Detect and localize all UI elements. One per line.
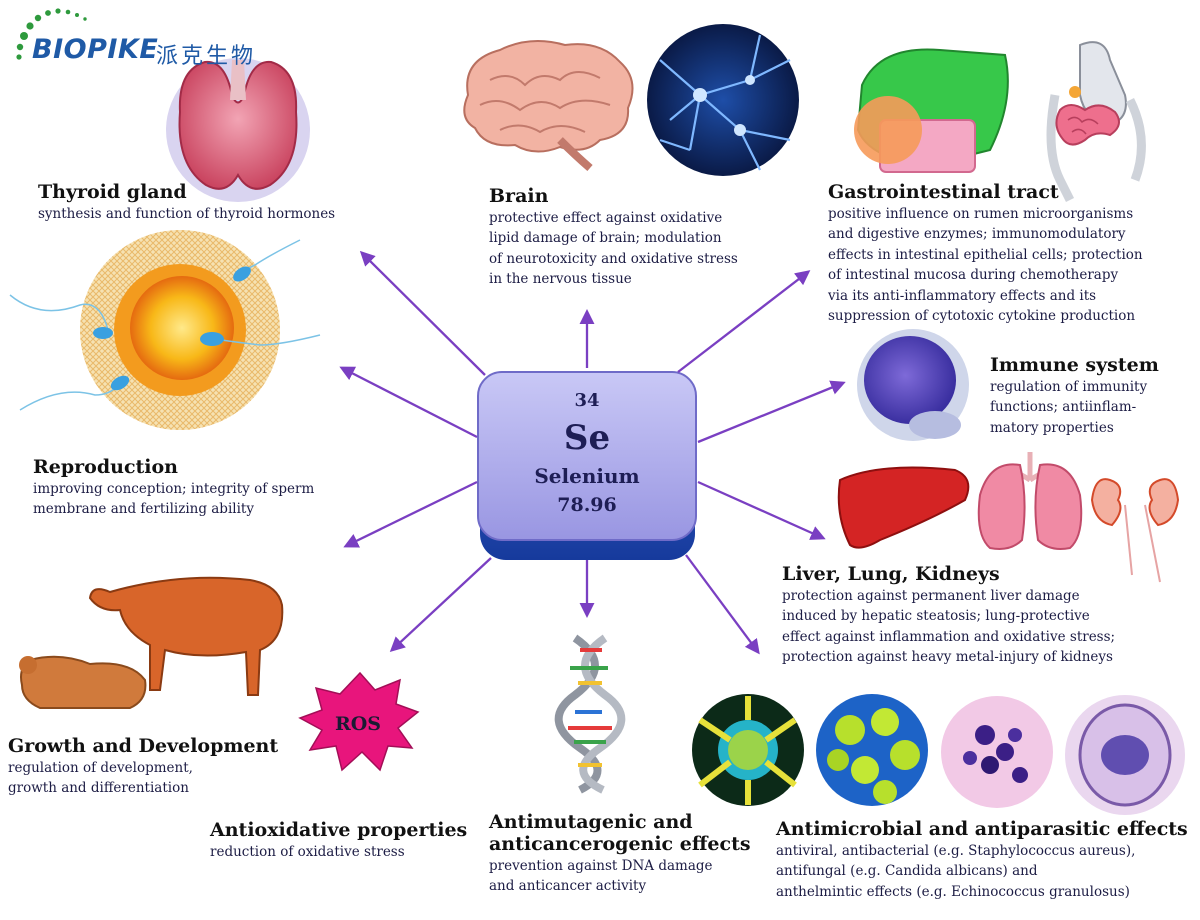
logo-mark bbox=[16, 8, 87, 60]
liver-desc-line: effect against inflammation and oxidativ… bbox=[782, 628, 1116, 645]
liver-desc-line: protection against permanent liver damag… bbox=[782, 587, 1080, 604]
growth-title: Growth and Development bbox=[8, 735, 279, 757]
antimicrobial-desc-line: antiviral, antibacterial (e.g. Staphyloc… bbox=[776, 842, 1136, 859]
immune-cell-image bbox=[857, 329, 969, 441]
organs-image bbox=[837, 452, 1180, 583]
liver-desc-line: protection against heavy metal-injury of… bbox=[782, 649, 1113, 666]
reproduction-desc-line: improving conception; integrity of sperm bbox=[33, 480, 315, 497]
growth-block: Growth and Development regulation of dev… bbox=[8, 735, 279, 799]
element-name: Selenium bbox=[534, 464, 639, 488]
thyroid-desc-line: synthesis and function of thyroid hormon… bbox=[38, 205, 336, 222]
gastrointestinal-image bbox=[854, 41, 1146, 203]
growth-desc-line: regulation of development, bbox=[8, 759, 193, 776]
gi-desc-line: via its anti-inflammatory effects and it… bbox=[828, 287, 1097, 304]
brain-desc-line: of neurotoxicity and oxidative stress bbox=[489, 250, 738, 267]
gi-desc-line: of intestinal mucosa during chemotherapy bbox=[828, 267, 1119, 284]
neuron-image bbox=[647, 24, 799, 176]
brain-desc-line: in the nervous tissue bbox=[489, 271, 632, 288]
virus-image bbox=[692, 694, 804, 806]
immune-desc-line: matory properties bbox=[990, 419, 1114, 436]
brain-image bbox=[463, 40, 634, 172]
dna-image bbox=[554, 634, 626, 794]
logo-chinese: 派克生物 bbox=[156, 44, 257, 69]
element-number: 34 bbox=[574, 390, 599, 411]
gi-desc-line: effects in intestinal epithelial cells; … bbox=[828, 246, 1143, 263]
selenium-tile bbox=[477, 371, 697, 560]
antimutagenic-title: anticancerogenic effects bbox=[489, 832, 751, 855]
gi-desc-line: positive influence on rumen microorganis… bbox=[828, 205, 1134, 222]
liver-lung-kidneys-block: Liver, Lung, Kidneys protection against … bbox=[782, 563, 1116, 668]
reproduction-block: Reproduction improving conception; integ… bbox=[33, 456, 315, 520]
arrows bbox=[339, 250, 846, 655]
antimicrobial-title: Antimicrobial and antiparasitic effects bbox=[776, 818, 1188, 840]
thyroid-image bbox=[166, 58, 310, 202]
ros-star bbox=[298, 671, 420, 772]
gi-desc-line: and digestive enzymes; immunomodulatory bbox=[828, 226, 1126, 243]
fungus-image bbox=[941, 696, 1053, 808]
reproduction-desc-line: membrane and fertilizing ability bbox=[33, 501, 254, 518]
logo-brand: BIOPIKE bbox=[32, 34, 159, 65]
liver-desc-line: induced by hepatic steatosis; lung-prote… bbox=[782, 608, 1090, 625]
ros-label: ROS bbox=[335, 713, 381, 735]
antimutagenic-desc-line: prevention against DNA damage bbox=[489, 857, 713, 874]
antioxidative-title: Antioxidative properties bbox=[210, 819, 468, 841]
gi-desc-line: suppression of cytotoxic cytokine produc… bbox=[828, 308, 1136, 325]
antioxidative-desc-line: reduction of oxidative stress bbox=[210, 843, 405, 860]
gi-title: Gastrointestinal tract bbox=[828, 181, 1059, 203]
brain-title: Brain bbox=[489, 185, 549, 207]
antimutagenic-block: Antimutagenic and anticancerogenic effec… bbox=[489, 811, 751, 897]
antimutagenic-title: Antimutagenic and bbox=[489, 811, 693, 833]
liver-title: Liver, Lung, Kidneys bbox=[782, 563, 1000, 585]
antimicrobial-desc-line: antifungal (e.g. Candida albicans) and bbox=[776, 863, 1038, 880]
parasite-image bbox=[1065, 695, 1185, 815]
antioxidative-block: Antioxidative properties reduction of ox… bbox=[210, 819, 468, 862]
brain-desc-line: protective effect against oxidative bbox=[489, 209, 723, 226]
thyroid-title: Thyroid gland bbox=[38, 181, 187, 203]
immune-desc-line: regulation of immunity bbox=[990, 378, 1148, 395]
reproduction-image bbox=[9, 230, 321, 430]
reproduction-title: Reproduction bbox=[33, 456, 178, 478]
antimutagenic-desc-line: and anticancer activity bbox=[489, 878, 647, 895]
gi-block: Gastrointestinal tract positive influenc… bbox=[828, 181, 1143, 327]
growth-desc-line: growth and differentiation bbox=[8, 780, 189, 797]
antimicrobial-desc-line: anthelmintic effects (e.g. Echinococcus … bbox=[776, 883, 1130, 900]
bacteria-image bbox=[816, 694, 928, 806]
antimicrobial-block: Antimicrobial and antiparasitic effects … bbox=[776, 818, 1188, 902]
brain-desc-line: lipid damage of brain; modulation bbox=[489, 230, 722, 247]
immune-block: Immune system regulation of immunity fun… bbox=[990, 354, 1159, 438]
cattle-image bbox=[19, 576, 284, 709]
immune-title: Immune system bbox=[990, 354, 1159, 376]
element-mass: 78.96 bbox=[557, 494, 617, 516]
immune-desc-line: functions; antiinflam- bbox=[990, 399, 1137, 416]
biopike-logo: BIOPIKE 派克生物 bbox=[10, 8, 310, 78]
element-symbol: Se bbox=[564, 418, 610, 458]
brain-block: Brain protective effect against oxidativ… bbox=[489, 185, 738, 290]
thyroid-block: Thyroid gland synthesis and function of … bbox=[38, 181, 336, 224]
